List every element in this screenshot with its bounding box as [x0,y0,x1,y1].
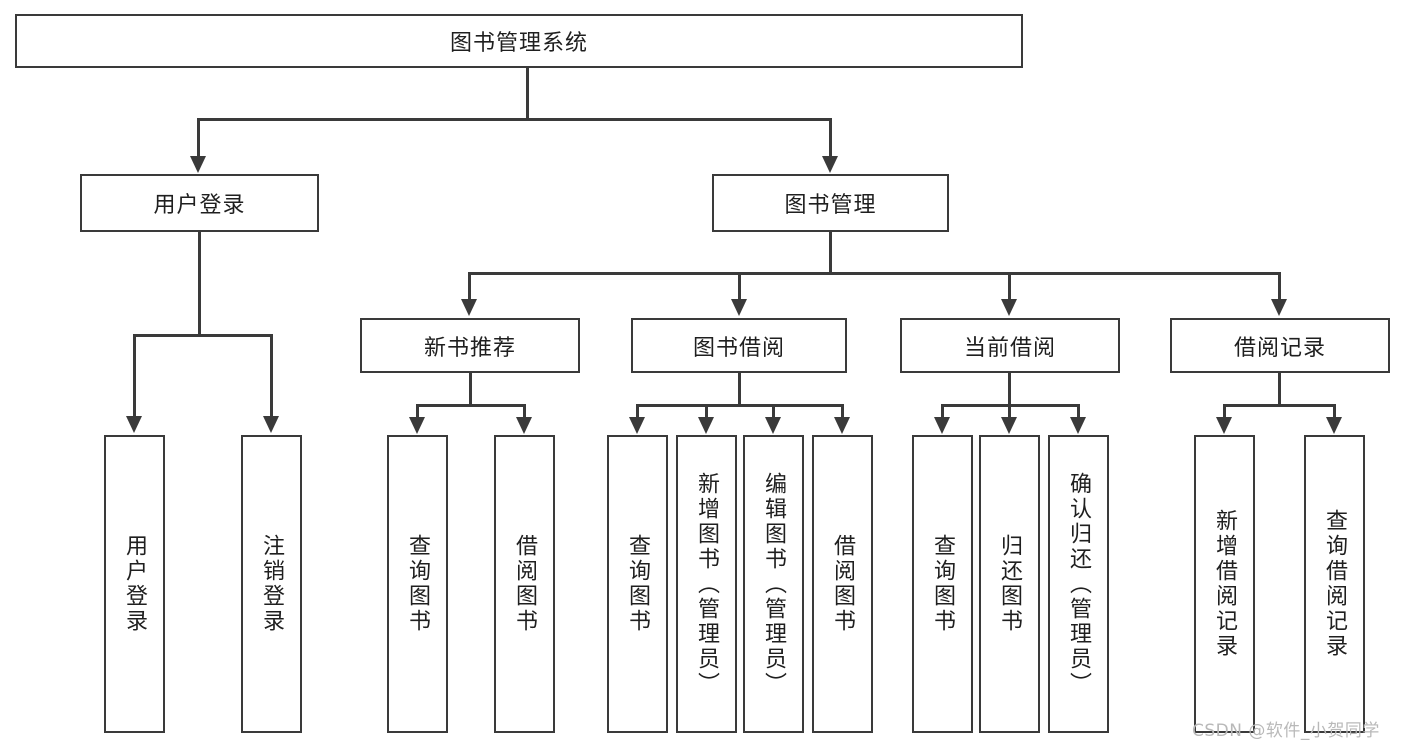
node-label: 新书推荐 [423,335,516,361]
node-current-borrow[interactable]: 当前借阅 [900,318,1120,373]
arrowhead-to-add-borrow-record [1216,417,1232,434]
node-label: 借阅图书 [830,534,856,634]
edge-user-login-bus [133,334,273,337]
leaf-logout[interactable]: 注销登录 [241,435,302,733]
edge-book-borrow-stem [738,373,741,406]
edge-to-confirm-return [1077,404,1080,420]
edge-new-book-recommend-bus [416,404,525,407]
arrowhead-to-query-book-2 [629,417,645,434]
edge-to-book-borrow [738,272,741,300]
node-label: 查询图书 [405,534,431,634]
arrowhead-to-new-book-recommend [461,299,477,316]
node-label: 确认归还（管理员） [1066,471,1092,697]
edge-level2-bus [468,272,1281,275]
leaf-confirm-return-admin[interactable]: 确认归还（管理员） [1048,435,1109,733]
arrowhead-to-edit-book [765,417,781,434]
leaf-query-book-recommend[interactable]: 查询图书 [387,435,448,733]
edge-to-current-borrow [1008,272,1011,300]
leaf-query-borrow-record[interactable]: 查询借阅记录 [1304,435,1365,733]
node-label: 借阅记录 [1233,335,1326,361]
edge-to-borrow-records [1278,272,1281,300]
edge-to-borrow-book-2 [841,404,844,420]
edge-to-user-login [197,118,200,158]
node-user-login[interactable]: 用户登录 [80,174,319,232]
edge-current-borrow-stem [1008,373,1011,406]
node-label: 图书管理 [784,193,877,218]
edge-to-edit-book [772,404,775,420]
arrowhead-to-confirm-return [1070,417,1086,434]
node-book-borrow[interactable]: 图书借阅 [631,318,847,373]
edge-to-user-login-leaf [133,334,136,418]
node-root-library-system[interactable]: 图书管理系统 [15,14,1023,68]
leaf-query-book-borrow[interactable]: 查询图书 [607,435,668,733]
leaf-add-borrow-record[interactable]: 新增借阅记录 [1194,435,1255,733]
csdn-watermark: CSDN @软件_小贺同学 [1192,721,1380,741]
node-new-book-recommend[interactable]: 新书推荐 [360,318,580,373]
node-label: 归还图书 [997,534,1023,634]
leaf-edit-book-admin[interactable]: 编辑图书（管理员） [743,435,804,733]
leaf-return-book[interactable]: 归还图书 [979,435,1040,733]
edge-to-book-management [829,118,832,158]
arrowhead-to-borrow-records [1271,299,1287,316]
edge-to-query-book-1 [416,404,419,420]
node-label: 查询借阅记录 [1322,509,1348,659]
edge-root-stem [526,68,529,118]
arrowhead-to-query-borrow-record [1326,417,1342,434]
leaf-borrow-book-recommend[interactable]: 借阅图书 [494,435,555,733]
node-label: 新增图书（管理员） [694,471,720,697]
node-label: 用户登录 [153,193,246,218]
leaf-add-book-admin[interactable]: 新增图书（管理员） [676,435,737,733]
node-book-management[interactable]: 图书管理 [712,174,949,232]
node-label: 当前借阅 [963,335,1056,361]
node-label: 注销登录 [259,534,285,634]
node-borrow-records[interactable]: 借阅记录 [1170,318,1390,373]
node-label: 查询图书 [930,534,956,634]
arrowhead-to-user-login-leaf [126,416,142,433]
arrowhead-to-return-book [1001,417,1017,434]
arrowhead-to-current-borrow [1001,299,1017,316]
edge-book-borrow-bus [636,404,844,407]
leaf-query-book-current[interactable]: 查询图书 [912,435,973,733]
edge-to-add-borrow-record [1223,404,1226,420]
node-label: 查询图书 [625,534,651,634]
arrowhead-to-user-login [190,156,206,173]
node-label: 图书借阅 [692,335,785,361]
edge-book-management-stem [829,232,832,274]
edge-new-book-recommend-stem [469,373,472,406]
edge-to-new-book-recommend [468,272,471,300]
arrowhead-to-query-book-1 [409,417,425,434]
node-label: 图书管理系统 [449,31,588,56]
edge-to-borrow-book-1 [523,404,526,420]
edge-to-add-book [705,404,708,420]
node-label: 编辑图书（管理员） [761,471,787,697]
arrowhead-to-logout-leaf [263,416,279,433]
arrowhead-to-query-book-3 [934,417,950,434]
node-label: 借阅图书 [512,534,538,634]
arrowhead-to-add-book [698,417,714,434]
leaf-user-login[interactable]: 用户登录 [104,435,165,733]
leaf-borrow-book[interactable]: 借阅图书 [812,435,873,733]
edge-to-return-book [1008,404,1011,420]
node-label: 新增借阅记录 [1212,509,1238,659]
arrowhead-to-book-management [822,156,838,173]
edge-to-query-borrow-record [1333,404,1336,420]
edge-borrow-records-stem [1278,373,1281,406]
node-label: 用户登录 [122,534,148,634]
arrowhead-to-borrow-book-1 [516,417,532,434]
edge-borrow-records-bus [1223,404,1335,407]
arrowhead-to-borrow-book-2 [834,417,850,434]
edge-user-login-stem [198,232,201,336]
edge-to-query-book-3 [941,404,944,420]
edge-to-query-book-2 [636,404,639,420]
arrowhead-to-book-borrow [731,299,747,316]
edge-level1-bus [197,118,831,121]
edge-to-logout-leaf [270,334,273,418]
